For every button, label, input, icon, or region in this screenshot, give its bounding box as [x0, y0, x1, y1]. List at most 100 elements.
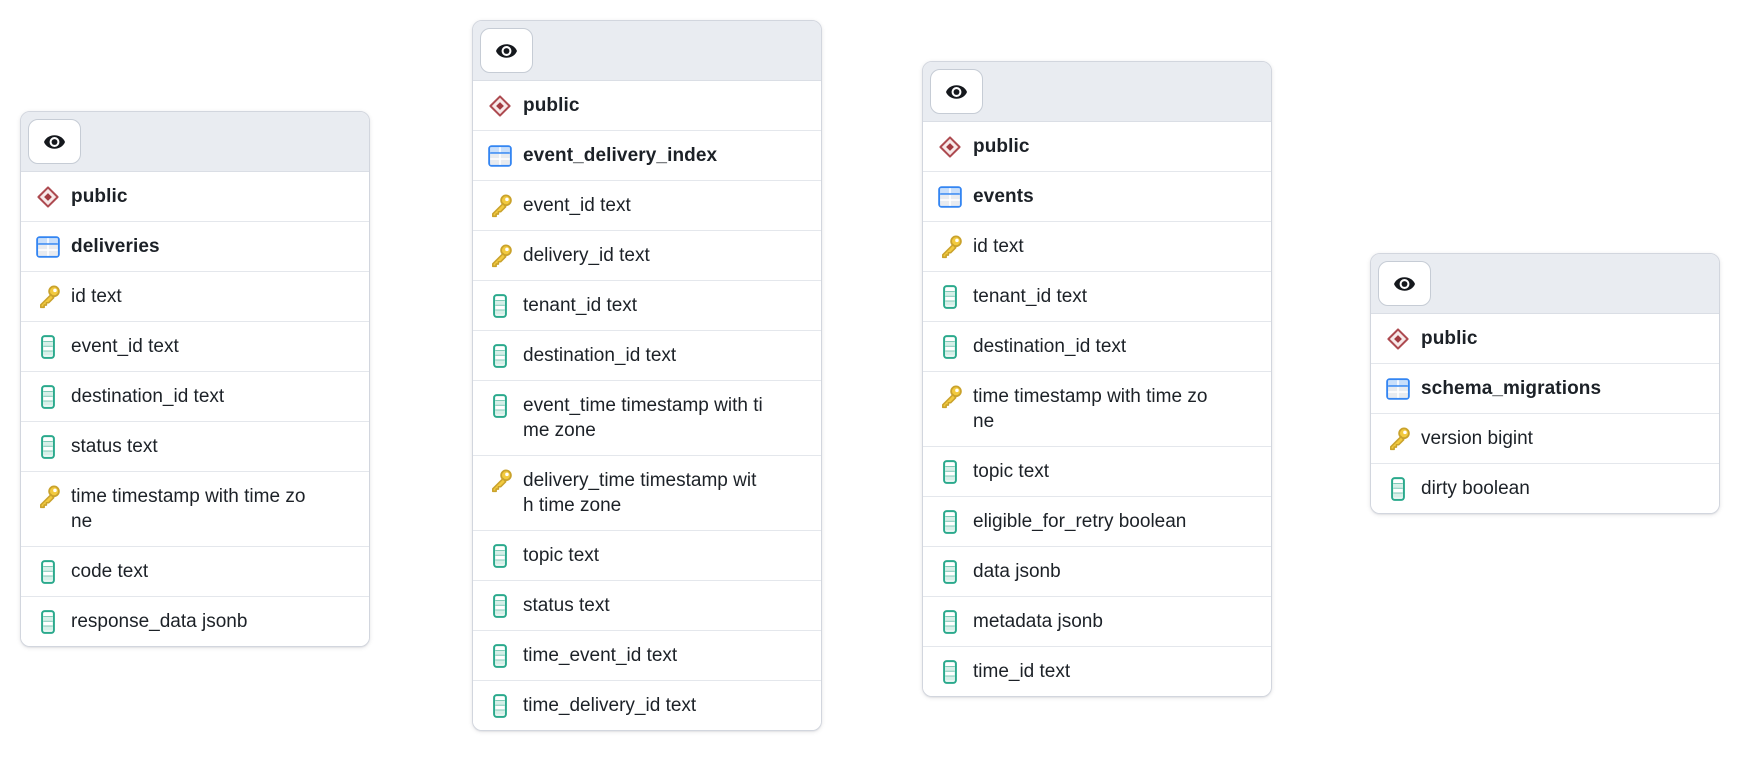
column-label: event_id text: [523, 195, 631, 216]
column-row[interactable]: tenant_id text: [923, 271, 1271, 321]
schema-name: public: [1421, 328, 1478, 349]
column-icon: [487, 343, 513, 368]
card-header: [1371, 254, 1719, 314]
column-label: id text: [71, 286, 122, 307]
column-row[interactable]: dirty boolean: [1371, 463, 1719, 513]
column-label: time timestamp with time zone: [71, 486, 306, 532]
column-label: status text: [523, 595, 610, 616]
column-icon: [1385, 476, 1411, 501]
column-row[interactable]: metadata jsonb: [923, 596, 1271, 646]
column-row[interactable]: code text: [21, 546, 369, 596]
column-label: tenant_id text: [523, 295, 638, 316]
column-label: topic text: [523, 545, 600, 566]
table-card-event-delivery-index[interactable]: public event_delivery_index event_id tex…: [472, 20, 822, 731]
key-icon: [35, 284, 61, 309]
column-icon: [487, 643, 513, 668]
key-icon: [937, 384, 963, 409]
toggle-visibility-button[interactable]: [1378, 261, 1431, 306]
table-name-row[interactable]: deliveries: [21, 221, 369, 271]
column-label: tenant_id text: [973, 286, 1088, 307]
key-icon: [937, 234, 963, 259]
column-label: eligible_for_retry boolean: [973, 511, 1187, 532]
column-row[interactable]: event_id text: [473, 180, 821, 230]
column-row[interactable]: status text: [473, 580, 821, 630]
column-row[interactable]: id text: [923, 221, 1271, 271]
column-row[interactable]: id text: [21, 271, 369, 321]
table-name-row[interactable]: event_delivery_index: [473, 130, 821, 180]
column-row[interactable]: time timestamp with time zone: [923, 371, 1271, 446]
column-row[interactable]: version bigint: [1371, 413, 1719, 463]
eye-icon: [946, 84, 967, 99]
key-icon: [487, 193, 513, 218]
eye-icon: [44, 134, 65, 149]
column-label: destination_id text: [523, 345, 677, 366]
toggle-visibility-button[interactable]: [930, 69, 983, 114]
column-row[interactable]: delivery_time timestamp with time zone: [473, 455, 821, 530]
column-row[interactable]: destination_id text: [21, 371, 369, 421]
table-grid-icon: [1385, 376, 1411, 401]
column-label: status text: [71, 436, 158, 457]
column-row[interactable]: time_id text: [923, 646, 1271, 696]
table-card-deliveries[interactable]: public deliveries id text event_id text …: [20, 111, 370, 647]
column-row[interactable]: topic text: [923, 446, 1271, 496]
schema-row[interactable]: public: [1371, 314, 1719, 363]
column-label: delivery_id text: [523, 245, 650, 266]
table-name: events: [973, 186, 1034, 207]
column-row[interactable]: delivery_id text: [473, 230, 821, 280]
table-card-schema-migrations[interactable]: public schema_migrations version bigint …: [1370, 253, 1720, 514]
column-label: metadata jsonb: [973, 611, 1103, 632]
diamond-icon: [937, 134, 963, 159]
key-icon: [487, 468, 513, 493]
column-label: topic text: [973, 461, 1050, 482]
key-icon: [1385, 426, 1411, 451]
column-label: destination_id text: [973, 336, 1127, 357]
toggle-visibility-button[interactable]: [480, 28, 533, 73]
column-icon: [937, 459, 963, 484]
diamond-icon: [1385, 326, 1411, 351]
column-row[interactable]: destination_id text: [473, 330, 821, 380]
table-grid-icon: [35, 234, 61, 259]
column-row[interactable]: event_id text: [21, 321, 369, 371]
schema-row[interactable]: public: [923, 122, 1271, 171]
column-label: delivery_time timestamp with time zone: [523, 470, 757, 516]
key-icon: [35, 484, 61, 509]
table-card-events[interactable]: public events id text tenant_id text des…: [922, 61, 1272, 697]
column-label: data jsonb: [973, 561, 1061, 582]
column-row[interactable]: time_delivery_id text: [473, 680, 821, 730]
column-icon: [937, 559, 963, 584]
column-icon: [35, 384, 61, 409]
column-row[interactable]: time timestamp with time zone: [21, 471, 369, 546]
toggle-visibility-button[interactable]: [28, 119, 81, 164]
column-row[interactable]: response_data jsonb: [21, 596, 369, 646]
column-icon: [487, 543, 513, 568]
column-row[interactable]: topic text: [473, 530, 821, 580]
column-icon: [487, 693, 513, 718]
schema-row[interactable]: public: [473, 81, 821, 130]
column-label: time_event_id text: [523, 645, 678, 666]
column-row[interactable]: eligible_for_retry boolean: [923, 496, 1271, 546]
table-grid-icon: [487, 143, 513, 168]
column-label: code text: [71, 561, 149, 582]
column-icon: [35, 559, 61, 584]
table-name: event_delivery_index: [523, 145, 718, 166]
schema-row[interactable]: public: [21, 172, 369, 221]
column-label: time_id text: [973, 661, 1071, 682]
card-header: [473, 21, 821, 81]
table-grid-icon: [937, 184, 963, 209]
column-row[interactable]: time_event_id text: [473, 630, 821, 680]
table-name-row[interactable]: events: [923, 171, 1271, 221]
column-icon: [937, 334, 963, 359]
column-icon: [937, 284, 963, 309]
column-label: destination_id text: [71, 386, 225, 407]
schema-name: public: [523, 95, 580, 116]
column-row[interactable]: tenant_id text: [473, 280, 821, 330]
column-row[interactable]: destination_id text: [923, 321, 1271, 371]
table-name-row[interactable]: schema_migrations: [1371, 363, 1719, 413]
column-row[interactable]: data jsonb: [923, 546, 1271, 596]
column-row[interactable]: status text: [21, 421, 369, 471]
column-icon: [937, 659, 963, 684]
column-icon: [487, 393, 513, 418]
column-row[interactable]: event_time timestamp with time zone: [473, 380, 821, 455]
table-name: deliveries: [71, 236, 160, 257]
